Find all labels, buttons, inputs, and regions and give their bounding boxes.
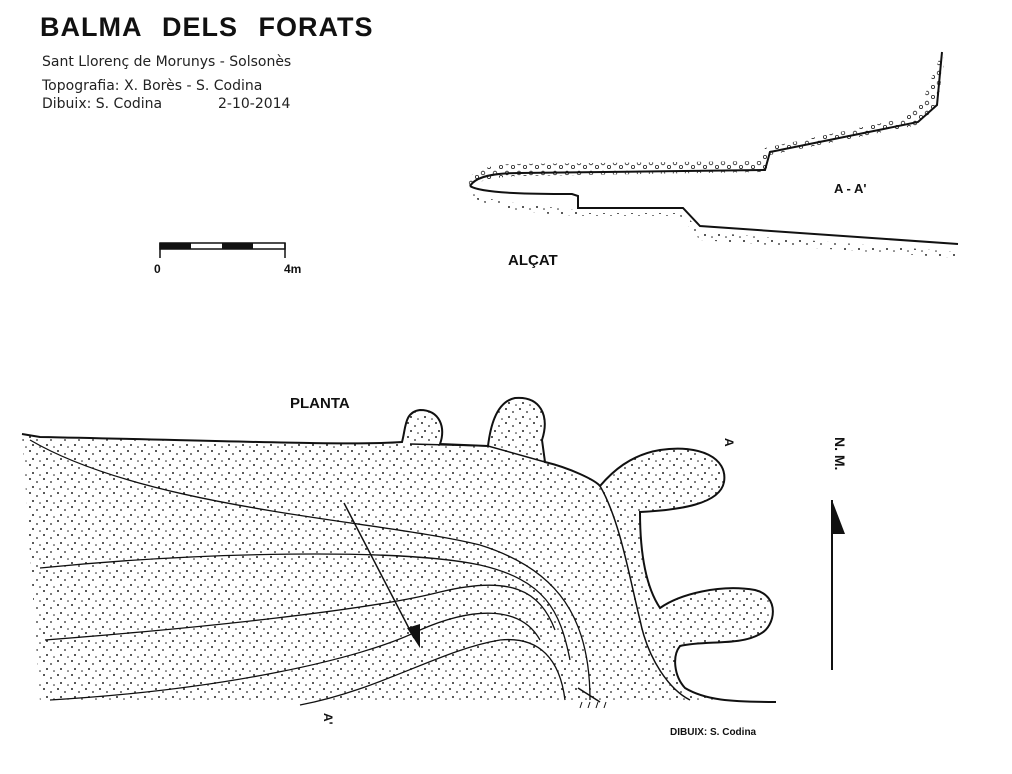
elevation-label: ALÇAT (508, 252, 558, 269)
drawing-credit-footer: DIBUIX: S. Codina (670, 727, 757, 738)
scale-start-label: 0 (154, 262, 161, 276)
section-label: A - A' (834, 181, 867, 196)
section-point-a: A (722, 438, 736, 447)
north-arrow (831, 500, 845, 670)
north-label: N. M. (832, 437, 848, 471)
location-text: Sant Llorenç de Morunys - Solsonès (42, 54, 292, 70)
section-point-a-prime: A' (321, 713, 335, 725)
drawing-credit: Dibuix: S. Codina (42, 96, 163, 112)
plan-label: PLANTA (290, 395, 350, 412)
scale-bar (159, 242, 286, 258)
topography-credit: Topografia: X. Borès - S. Codina (42, 78, 263, 94)
page-title: BALMA DELS FORATS (40, 12, 374, 42)
drawing-credit-line: Dibuix: S. Codina 2-10-2014 (42, 96, 290, 112)
survey-date: 2-10-2014 (218, 96, 291, 112)
elevation-section-drawing (466, 51, 959, 258)
plan-drawing (21, 396, 777, 709)
scale-end-label: 4m (284, 262, 302, 276)
